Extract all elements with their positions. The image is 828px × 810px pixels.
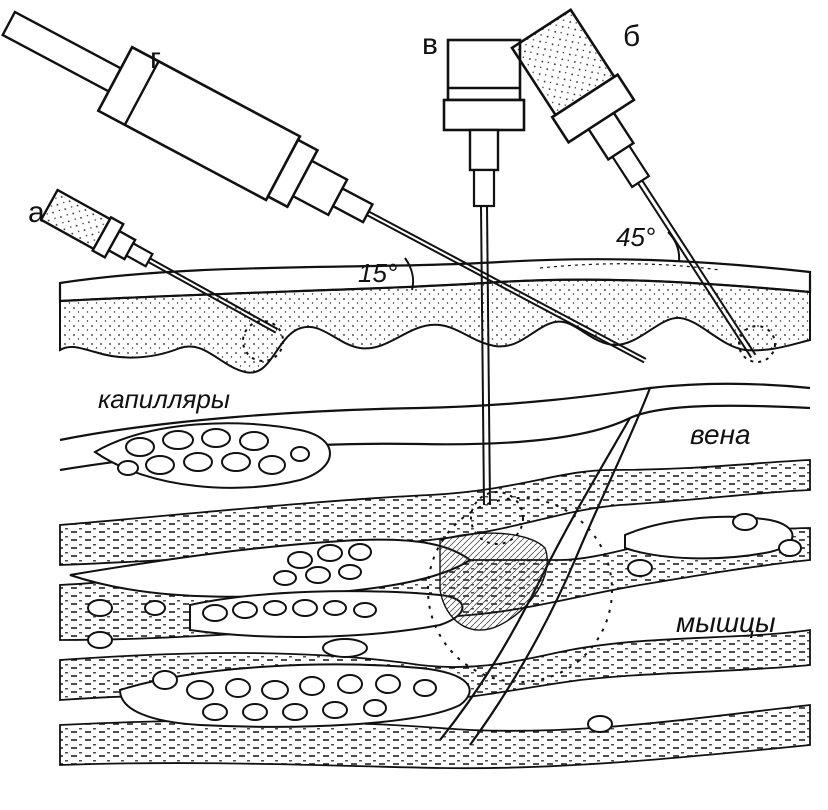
capillary-band [93, 422, 331, 489]
syringe-v [442, 38, 526, 506]
injection-depots [242, 320, 776, 545]
deep-vessels [69, 513, 802, 733]
label-g: г [150, 42, 161, 75]
label-v: в [422, 28, 438, 61]
label-muscles: мышцы [676, 607, 776, 638]
syringe-b [510, 7, 757, 359]
dermis-layer [59, 263, 811, 374]
label-b: б [623, 20, 640, 53]
label-angle-45: 45° [616, 222, 655, 252]
label-capillaries: капилляры [98, 384, 230, 414]
syringe-a [39, 188, 279, 334]
angle-markers [404, 231, 681, 291]
syringe-g [1, 10, 647, 364]
intramuscular-depot [427, 497, 613, 683]
label-angle-15: 15° [358, 258, 397, 288]
label-vein: вена [690, 419, 751, 450]
label-a: а [28, 196, 45, 229]
